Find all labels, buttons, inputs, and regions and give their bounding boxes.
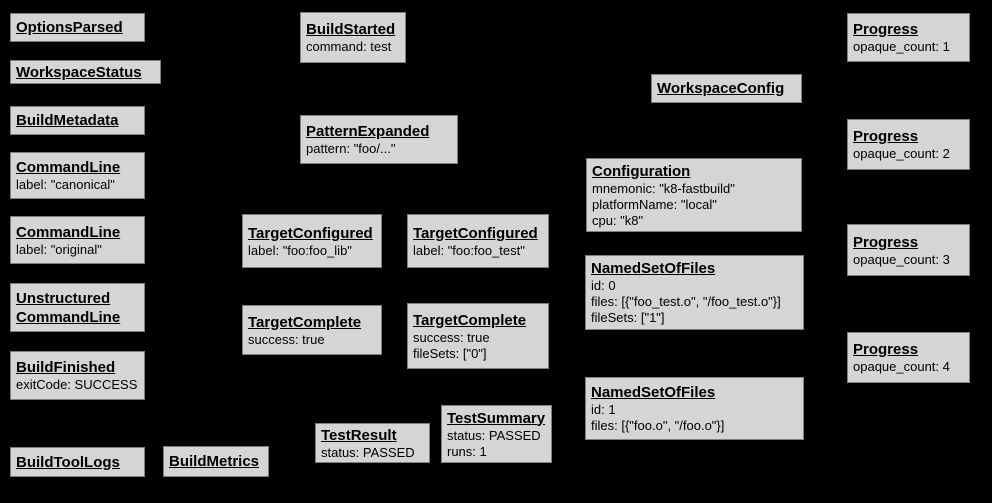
- node-field: fileSets: ["0"]: [413, 345, 487, 361]
- node-field: opaque_count: 3: [853, 251, 950, 267]
- node-build-metadata: BuildMetadata: [10, 106, 145, 135]
- node-field: command: test: [306, 39, 392, 54]
- node-title: WorkspaceStatus: [16, 63, 142, 81]
- node-field: id: 1: [591, 402, 616, 417]
- node-field: opaque_count: 2: [853, 146, 950, 161]
- node-field: fileSets: ["1"]: [591, 310, 665, 325]
- node-build-tool-logs: BuildToolLogs: [10, 447, 145, 477]
- node-build-metrics: BuildMetrics: [163, 446, 269, 477]
- node-title: Progress: [853, 341, 919, 358]
- node-field: platformName: "local": [592, 196, 717, 212]
- node-field: success: true: [248, 331, 325, 347]
- node-options-parsed: OptionsParsed: [10, 13, 145, 42]
- node-field: id: 0: [591, 278, 616, 293]
- node-title: WorkspaceConfig: [657, 80, 785, 97]
- node-title: TargetComplete: [413, 311, 527, 329]
- node-field: opaque_count: 4: [853, 359, 950, 374]
- node-workspace-config: WorkspaceConfig: [651, 74, 802, 103]
- node-title: CommandLine: [16, 159, 121, 176]
- node-field: opaque_count: 1: [853, 39, 950, 54]
- node-title: NamedSetOfFiles: [591, 260, 716, 277]
- node-field: success: true: [413, 329, 490, 345]
- node-title: CommandLine: [16, 308, 121, 326]
- node-workspace-status: WorkspaceStatus: [10, 60, 161, 84]
- node-title: Progress: [853, 233, 919, 251]
- node-field: pattern: "foo/...": [306, 141, 396, 156]
- node-title: Progress: [853, 128, 919, 145]
- node-field: status: PASSED: [321, 444, 415, 460]
- node-title: Configuration: [592, 162, 691, 180]
- node-field: label: "canonical": [16, 177, 115, 192]
- node-title: BuildFinished: [16, 359, 116, 376]
- node-title: TargetConfigured: [248, 224, 373, 242]
- node-field: exitCode: SUCCESS: [16, 377, 138, 392]
- node-field: label: "foo:foo_lib": [248, 242, 352, 258]
- node-field: files: [{"foo.o", "/foo.o"}]: [591, 418, 725, 433]
- node-title: BuildToolLogs: [16, 453, 120, 471]
- node-field: runs: 1: [447, 443, 487, 459]
- node-title: CommandLine: [16, 223, 121, 241]
- node-title: OptionsParsed: [16, 19, 123, 36]
- node-title: NamedSetOfFiles: [591, 384, 716, 401]
- node-title: PatternExpanded: [306, 123, 430, 140]
- node-title: TargetConfigured: [413, 224, 538, 242]
- node-title: Unstructured: [16, 289, 111, 307]
- node-title: Progress: [853, 21, 919, 38]
- node-title: BuildMetadata: [16, 112, 119, 129]
- node-field: label: "foo:foo_test": [413, 242, 525, 258]
- node-field: mnemonic: "k8-fastbuild": [592, 180, 735, 196]
- node-title: BuildStarted: [306, 21, 396, 38]
- node-title: TestResult: [321, 426, 397, 444]
- node-title: TargetComplete: [248, 313, 362, 331]
- node-field: status: PASSED: [447, 427, 541, 443]
- node-field: label: "original": [16, 241, 102, 257]
- node-title: BuildMetrics: [169, 453, 260, 470]
- node-field: cpu: "k8": [592, 212, 644, 228]
- node-title: TestSummary: [447, 409, 546, 427]
- node-field: files: [{"foo_test.o", "/foo_test.o"}]: [591, 294, 781, 309]
